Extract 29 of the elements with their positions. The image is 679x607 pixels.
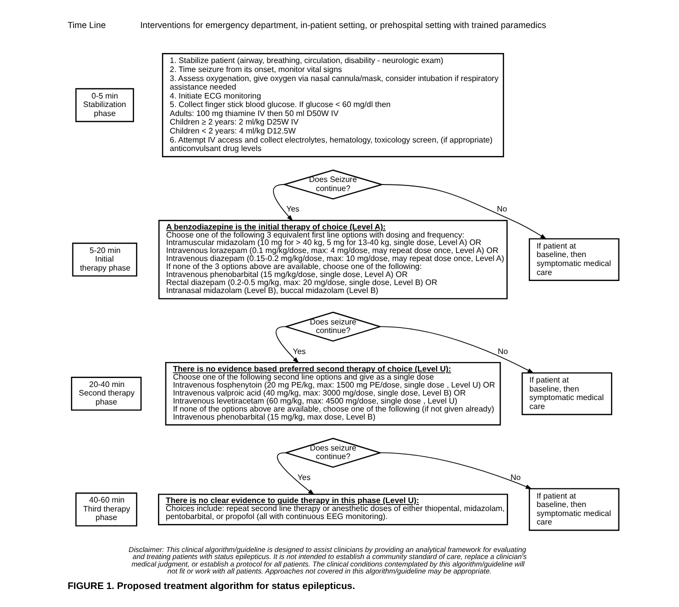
node-box: There is no evidence based preferred second therapy of choice (Level U): Choose one of the following second line options and give as a single dose Intravenous fosphenytoin (20 mg PE/kg, max: 1500 mg PE/dose, single dose , Level U) OR Intravenous valproic acid (40 mg/kg, max: 3000 mg/dose, single dose, Level B) OR Intravenous levetiracetam (60 mg/kg, max: 4500 mg/dose, single dose , Level U) If none of the options above are available, choose one of the following (if not given already) Intravenous phenobarbital (15 mg/kg, max dose, Level B) [164, 362, 500, 426]
arrow [272, 184, 292, 222]
node-box: 5-20 min Initial therapy phase [72, 242, 137, 277]
arrow [380, 326, 534, 374]
caption: FIGURE 1. Proposed treatment algorithm for status epilepticus. [67, 580, 355, 592]
node-box: If patient at baseline, then symptomatic medical care [521, 372, 612, 416]
node-box: 1. Stabilize patient (airway, breathing, circulation, disability - neurologic exam) 2. Time seizure from its onset, monitor vital signs 3. Assess oxygenation, give oxygen via nasal cannula/mask, consider intubation if respiratory assistance needed 4. Initiate ECG monitoring 5. Collect finger stick blood glucose. If glucose < 60 mg/dl then Adults: 100 mg thiamine IV then 50 ml D50W IV Children ≥ 2 years: 2 ml/kg D25W IV Children < 2 years: 4 ml/kg D12.5W 6. Attempt IV access and collect electrolytes, hematology, toxicology screen, (if appropriate) anticonvulsant drug levels [161, 53, 504, 158]
arrow [380, 452, 532, 490]
node-diamond: Does seizure continue? [283, 438, 382, 468]
edge-label: Yes [292, 346, 306, 356]
edge-label: No [497, 346, 508, 356]
node-box: If patient at baseline, then symptomatic medical care [528, 238, 619, 281]
edge-label: No [510, 472, 520, 482]
node-box: 40-60 min Third therapy phase [74, 492, 137, 526]
node-box: There is no clear evidence to guide therapy in this phase (Level U): Choices include: repeat second line therapy or anesthetic doses of either thiopental, midazolam, pentobarbital, or propofol (all with continuous EEG monitoring). [157, 494, 508, 526]
node-diamond: Does Seizure continue? [282, 170, 384, 200]
edge-label: No [496, 204, 507, 214]
arrow [275, 326, 299, 364]
arrow [382, 184, 546, 240]
node-box: 20-40 min Second therapy phase [70, 376, 142, 411]
arrow [276, 452, 314, 496]
edge-label: Yes [286, 204, 299, 214]
label: Time Line [67, 20, 106, 30]
label: Interventions for emergency department, in-patient setting, or prehospital setting with trained paramedics [140, 20, 546, 30]
node-box: If patient at baseline, then symptomatic medical care [528, 488, 619, 531]
node-box: A benzodiazepine is the initial therapy of choice (Level A): Choose one of the following 3 equivalent first line options with dosing and frequency: Intramuscular midazolam (10 mg for > 40 kg, 5 mg for 13-40 kg, single dose, Level A) OR Intravenous lorazepam (0.1 mg/kg/dose, max: 4 mg/dose, may repeat dose once, Level A) OR Intravenous diazepam (0.15-0.2 mg/kg/dose, max: 10 mg/dose, may repeat dose once, Level A) If none of the 3 options above are available, choose one of the following: Intravenous phenobarbital (15 mg/kg/dose, single dose, Level A) OR Rectal diazepam (0.2-0.5 mg/kg, max: 20 mg/dose, single dose, Level B) OR Intranasal midazolam (Level B), buccal midazolam (Level B) [158, 220, 508, 300]
node-box: 0-5 min Stabilization phase [74, 88, 134, 122]
edge-label: Yes [297, 472, 310, 482]
node-diamond: Does seizure continue? [283, 312, 382, 342]
